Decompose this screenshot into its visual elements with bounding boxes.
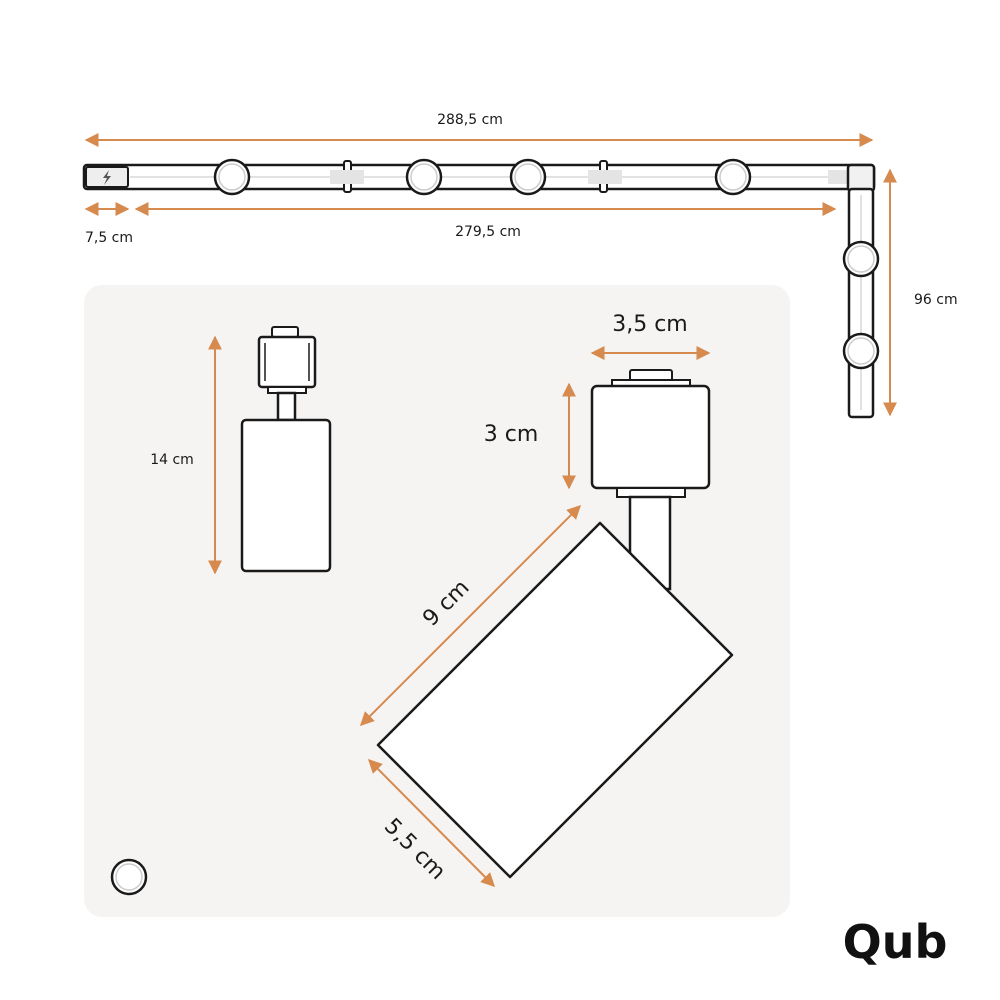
dim-label-rail-length: 279,5 cm	[455, 224, 521, 240]
detail-adapter-block	[590, 384, 711, 490]
detail-adapter-ring	[616, 487, 686, 498]
lightning-bolt-icon	[103, 170, 111, 185]
dim-label-total-length: 288,5 cm	[437, 112, 503, 128]
adapter-top-clip	[271, 326, 299, 338]
rail-clip	[828, 170, 848, 184]
track-spot-head	[842, 240, 880, 278]
spot-head-icon	[110, 858, 148, 896]
brand-logo: Qub	[843, 915, 948, 969]
dim-label-drop-length: 96 cm	[914, 292, 958, 308]
lamp-body	[240, 418, 332, 573]
stem	[276, 391, 297, 422]
rail-clip	[330, 170, 364, 184]
dim-label-power-feed: 7,5 cm	[85, 230, 133, 246]
rail-clip	[588, 170, 622, 184]
track-rail	[82, 158, 880, 419]
track-spot-head	[213, 158, 251, 196]
dim-label-front-height: 14 cm	[150, 452, 194, 468]
dim-line-body-diameter	[368, 759, 495, 887]
track-spot-head	[509, 158, 547, 196]
track-spot-head	[405, 158, 443, 196]
dim-label-adapter-width: 3,5 cm	[612, 312, 688, 337]
track-spot-head	[842, 332, 880, 370]
dim-label-adapter-height: 3 cm	[484, 422, 539, 447]
dim-line-body-length	[360, 505, 581, 726]
adapter-block	[257, 335, 317, 389]
spotlight-front-view	[240, 326, 332, 573]
corner-connector	[846, 163, 876, 193]
track-spot-head	[714, 158, 752, 196]
